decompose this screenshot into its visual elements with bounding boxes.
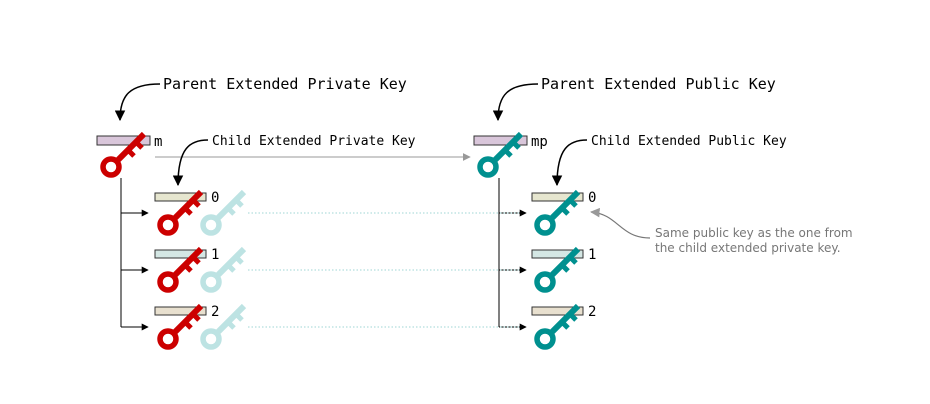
child-public-pointer-arrow (551, 139, 588, 187)
child-private-key-bar-1 (154, 249, 207, 259)
child-public-key-faded-icon-1 (203, 249, 244, 290)
child-public-label: Child Extended Public Key (591, 134, 787, 149)
parent-public-label: Parent Extended Public Key (541, 75, 776, 93)
child-row-2: 2 2 (154, 304, 596, 347)
child-private-key-index-2: 2 (211, 304, 219, 320)
parent-public-key-bar (473, 135, 528, 146)
child-public-key-faded-icon-2 (203, 306, 244, 347)
annotation-line-1: Same public key as the one from (655, 226, 853, 240)
child-public-key-bar-0 (531, 192, 584, 202)
child-private-label: Child Extended Private Key (212, 134, 416, 149)
parent-private-key-bar (96, 135, 151, 146)
child-public-key-index-2: 2 (588, 304, 596, 320)
child-public-key-bar-1 (531, 249, 584, 259)
parent-private-key-name: m (154, 134, 162, 150)
child-public-key-bar-2 (531, 306, 584, 316)
parent-private-pointer-arrow (114, 83, 161, 122)
annotation-line-2: the child extended private key. (655, 241, 841, 255)
parent-private-label: Parent Extended Private Key (163, 75, 407, 93)
parent-public-pointer-arrow (492, 83, 539, 122)
child-private-key-index-0: 0 (211, 190, 219, 206)
child-private-key-bar-0 (154, 192, 207, 202)
child-row-1: 1 1 (154, 247, 596, 290)
child-public-key-faded-icon-0 (203, 192, 244, 233)
child-public-key-index-0: 0 (588, 190, 596, 206)
child-private-pointer-arrow (172, 139, 209, 187)
child-public-key-index-1: 1 (588, 247, 596, 263)
child-row-0: 0 0 (154, 190, 596, 233)
child-private-key-index-1: 1 (211, 247, 219, 263)
parent-public-key-name: mp (531, 134, 548, 150)
annotation-pointer-arrow (590, 207, 651, 239)
child-private-key-bar-2 (154, 306, 207, 316)
